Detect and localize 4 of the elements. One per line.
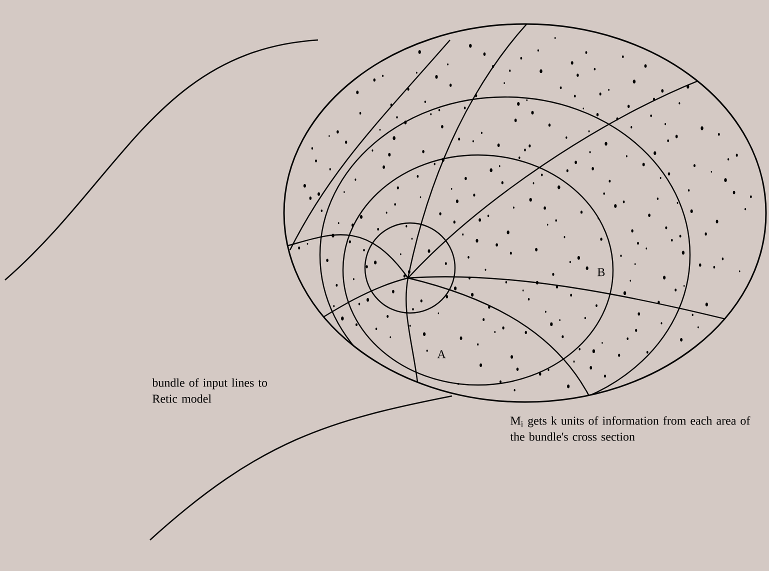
annotation-text: bundle of input lines to Retic model [152,378,268,403]
annotation-text: M$_{i}$ gets k units of information from each area of the bundle's cross section [510,416,750,441]
area-letter: B [598,268,605,276]
area-letter: A [437,350,446,358]
